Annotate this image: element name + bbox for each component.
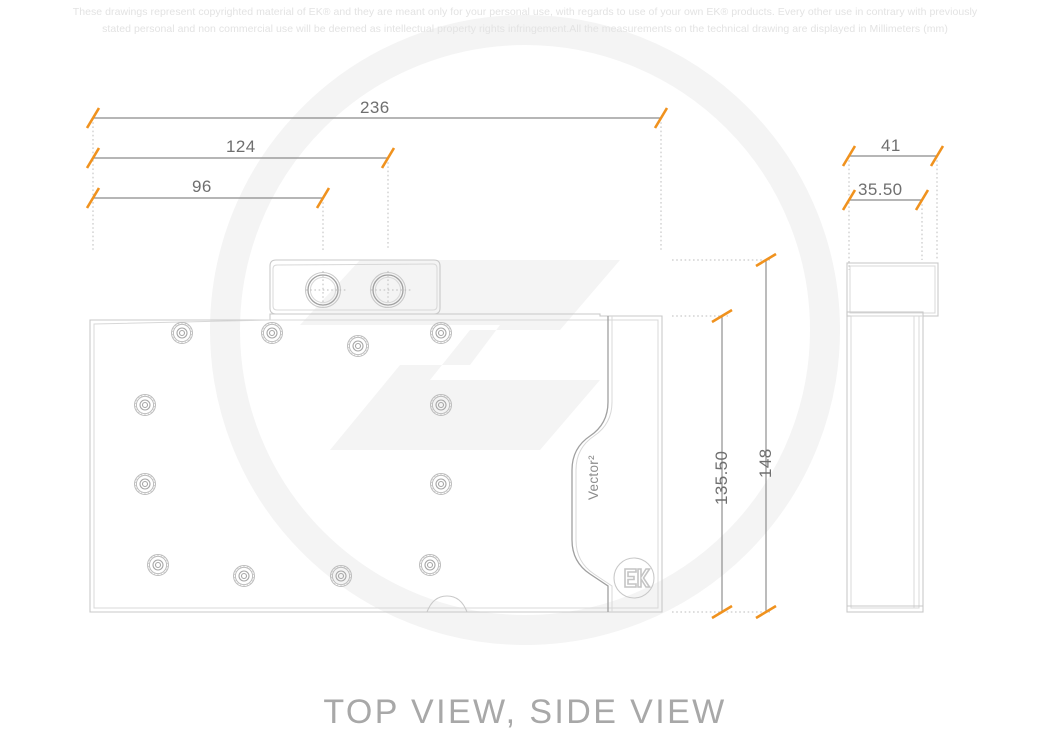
dimension-label-124: 124 (226, 137, 256, 156)
dimension-41 (841, 145, 945, 167)
dimension-148 (755, 252, 777, 620)
screw-hole-group (133, 321, 453, 588)
top-view-dimension-group (85, 107, 669, 250)
block-accent-curve (571, 316, 613, 612)
screw-hole (133, 472, 157, 496)
port-outlet (369, 271, 413, 309)
product-name-label: Vector² (586, 455, 601, 500)
dimension-label-96: 96 (192, 177, 212, 196)
disclaimer-line-1: These drawings represent copyrighted mat… (72, 6, 978, 18)
watermark-ring (210, 15, 840, 645)
side-view (841, 145, 945, 613)
side-view-profile (846, 262, 939, 613)
top-view-vertical-dimension-group (672, 252, 777, 620)
dimension-236 (85, 107, 669, 129)
block-body-outline (89, 313, 663, 613)
dimension-label-41: 41 (881, 136, 901, 155)
screw-hole (329, 564, 353, 588)
copyright-disclaimer: These drawings represent copyrighted mat… (0, 4, 1050, 38)
screw-hole (146, 553, 170, 577)
screw-hole (170, 321, 194, 345)
port-inlet (304, 271, 348, 309)
view-title: TOP VIEW, SIDE VIEW (323, 693, 727, 731)
screw-hole (133, 393, 157, 417)
screw-hole (418, 553, 442, 577)
ek-logo-icon (613, 557, 655, 599)
side-view-dimension-group (841, 145, 945, 270)
dimension-96 (85, 187, 331, 209)
port-terminal (269, 259, 441, 315)
dimension-label-35-50: 35.50 (858, 180, 903, 199)
dimension-label-236: 236 (360, 98, 390, 117)
screw-hole (429, 321, 453, 345)
dimension-135-50 (711, 308, 733, 620)
top-view-block (89, 259, 663, 613)
disclaimer-line-2: stated personal and non commercial use w… (102, 23, 948, 35)
dimension-label-148: 148 (756, 448, 775, 478)
watermark-ek-glyph (300, 260, 620, 450)
dimension-35-50 (841, 189, 930, 211)
screw-hole (429, 393, 453, 417)
screw-hole (429, 472, 453, 496)
dimension-label-135-50: 135.50 (712, 450, 731, 505)
screw-hole (346, 334, 370, 358)
screw-hole (260, 321, 284, 345)
screw-hole (232, 564, 256, 588)
dimension-124 (85, 147, 396, 169)
